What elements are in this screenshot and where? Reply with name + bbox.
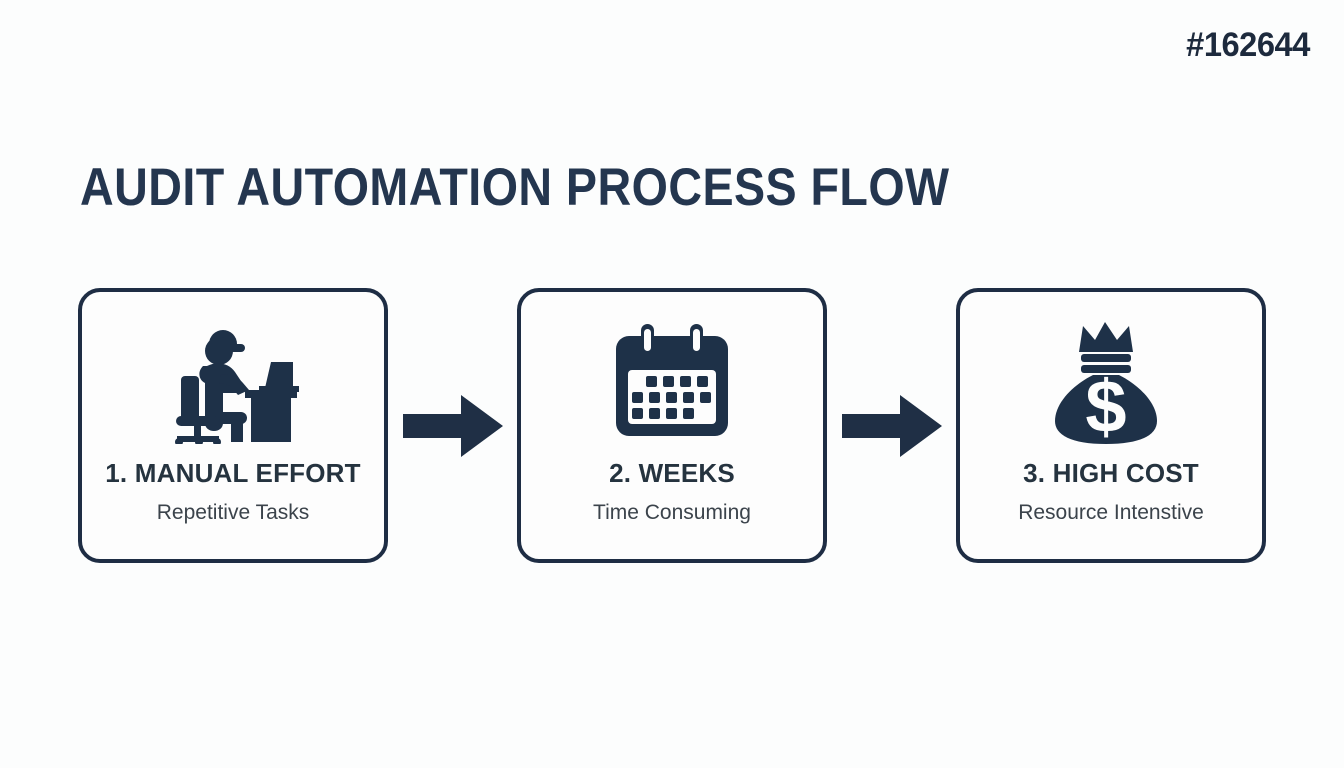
flow-step-card-3[interactable]: $ 3. HIGH COST Resource Intenstive — [956, 288, 1266, 563]
arrow-right-icon — [841, 388, 943, 464]
process-flow-row: 1. MANUAL EFFORT Repetitive Tasks — [78, 288, 1266, 563]
arrow-right-icon — [402, 388, 504, 464]
calendar-icon — [521, 320, 823, 444]
flow-step-title: 2. WEEKS — [609, 458, 735, 488]
flow-step-title: 1. MANUAL EFFORT — [105, 458, 361, 488]
flow-step-card-2[interactable]: 2. WEEKS Time Consuming — [517, 288, 827, 563]
flow-step-title: 3. HIGH COST — [1023, 458, 1199, 488]
flow-step-caption: Repetitive Tasks — [156, 501, 310, 524]
money-bag-icon: $ — [960, 320, 1262, 444]
svg-text:$: $ — [1085, 365, 1126, 444]
person-at-desk-icon — [82, 320, 384, 444]
flow-step-caption: Time Consuming — [593, 501, 751, 524]
flow-step-card-1[interactable]: 1. MANUAL EFFORT Repetitive Tasks — [78, 288, 388, 563]
page-title: AUDIT AUTOMATION PROCESS FLOW — [80, 158, 950, 217]
hex-color-code: #162644 — [1186, 26, 1310, 64]
flow-step-caption: Resource Intenstive — [1018, 501, 1204, 524]
